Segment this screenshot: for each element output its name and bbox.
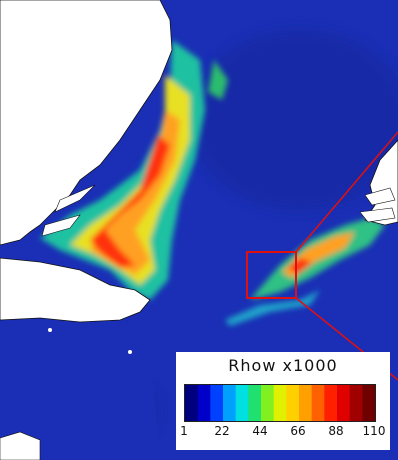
england-land — [0, 0, 173, 246]
colorbar-tick-label: 22 — [214, 424, 230, 438]
colorbar-tick-label: 66 — [290, 424, 306, 438]
colorbar-segment — [248, 385, 262, 421]
colorbar-tick-label: 88 — [328, 424, 344, 438]
france-land — [0, 320, 160, 460]
zoom-leader-line-top — [295, 131, 398, 253]
colorbar-segment — [197, 385, 211, 421]
colorbar-segment — [311, 385, 325, 421]
colorbar-segment — [299, 385, 313, 421]
colorbar-segment — [337, 385, 351, 421]
zoom-box — [246, 251, 297, 299]
colorbar-ticks: 1 22 44 66 88 110 — [180, 424, 386, 442]
colorbar-segment — [223, 385, 237, 421]
continental-coast-plume — [225, 218, 385, 326]
colorbar-segment — [324, 385, 338, 421]
colorbar-segment — [362, 385, 375, 421]
colorbar-segment — [349, 385, 363, 421]
colorbar-segment — [235, 385, 249, 421]
colorbar — [184, 384, 376, 422]
colorbar-legend: Rhow x1000 1 22 44 66 88 110 — [176, 352, 390, 450]
colorbar-segment — [210, 385, 224, 421]
english-coast-plume — [40, 40, 228, 300]
colorbar-tick-label: 44 — [252, 424, 268, 438]
colorbar-segment — [261, 385, 275, 421]
colorbar-tick-label: 1 — [180, 424, 188, 438]
colorbar-segment — [286, 385, 300, 421]
colorbar-segment — [185, 385, 199, 421]
colorbar-tick-label: 110 — [362, 424, 386, 438]
kent-land — [0, 257, 151, 323]
colorbar-segment — [273, 385, 287, 421]
legend-title: Rhow x1000 — [228, 356, 338, 375]
